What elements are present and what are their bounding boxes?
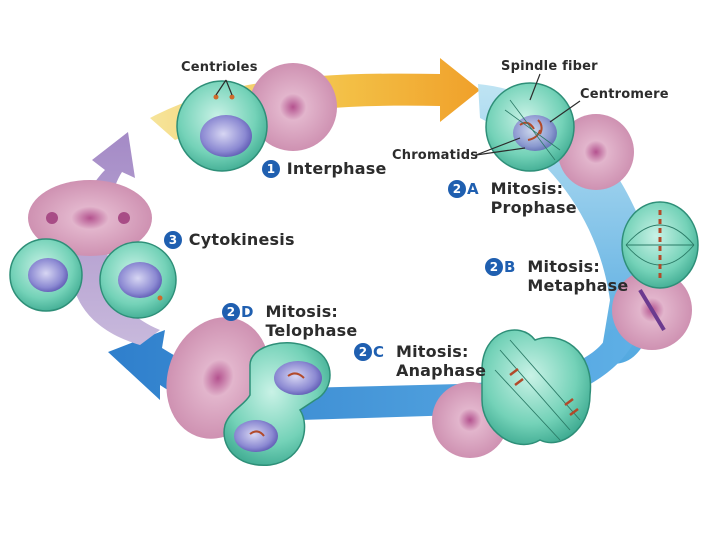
- stage-name: Interphase: [286, 159, 387, 178]
- cell-prophase: [485, 82, 575, 172]
- cell-telophase: [223, 342, 331, 466]
- callout-lines: [215, 73, 581, 156]
- stage-line1: Mitosis:: [396, 342, 469, 361]
- stage-line2: Telophase: [265, 321, 358, 340]
- stage-number-badge: 2: [448, 180, 466, 198]
- centromere-pointer: [549, 100, 581, 123]
- cell-interphase: [176, 80, 268, 172]
- stage-line1: Mitosis:: [527, 257, 600, 276]
- stage-letter: D: [241, 303, 254, 321]
- cell-metaphase: [621, 201, 699, 289]
- stage-number-badge: 1: [262, 160, 280, 178]
- arrow-left-band: [70, 132, 160, 345]
- stage-letter: A: [467, 180, 479, 198]
- stage-number-badge: 3: [164, 231, 182, 249]
- stage-number-badge: 2: [222, 303, 240, 321]
- stage-letter: B: [504, 258, 516, 276]
- stage-label-cytokinesis: 3 Cytokinesis: [164, 230, 295, 249]
- chromatids-label: Chromatids: [392, 148, 479, 163]
- stage-line2: Metaphase: [527, 276, 629, 295]
- micrographs: [28, 63, 692, 458]
- centrioles-label: Centrioles: [181, 60, 258, 75]
- stage-line1: Mitosis:: [265, 302, 339, 321]
- micrograph-prophase: [558, 114, 634, 190]
- cells: [9, 80, 699, 466]
- centrioles-pointer: [215, 79, 227, 96]
- cell-cytokinesis: [9, 238, 177, 319]
- stage-number-badge: 2: [354, 343, 372, 361]
- spindle-fiber-label: Spindle fiber: [501, 59, 598, 74]
- arrow-right-band: [478, 84, 660, 364]
- micrograph-cytokinesis: [28, 180, 152, 256]
- stage-line1: Mitosis:: [490, 179, 564, 198]
- stage-number-badge: 2: [485, 258, 503, 276]
- centromere-label: Centromere: [580, 87, 669, 102]
- micrograph-interphase: [249, 63, 337, 151]
- stage-name: Cytokinesis: [188, 230, 295, 249]
- chromatids-pointer: [475, 137, 521, 156]
- stage-label-interphase: 1 Interphase: [262, 159, 387, 178]
- cell-anaphase: [481, 329, 592, 446]
- spindle-fiber-pointer: [529, 73, 541, 101]
- stage-line2: Prophase: [490, 198, 577, 217]
- stage-line2: Anaphase: [396, 361, 487, 380]
- stage-letter: C: [373, 343, 385, 361]
